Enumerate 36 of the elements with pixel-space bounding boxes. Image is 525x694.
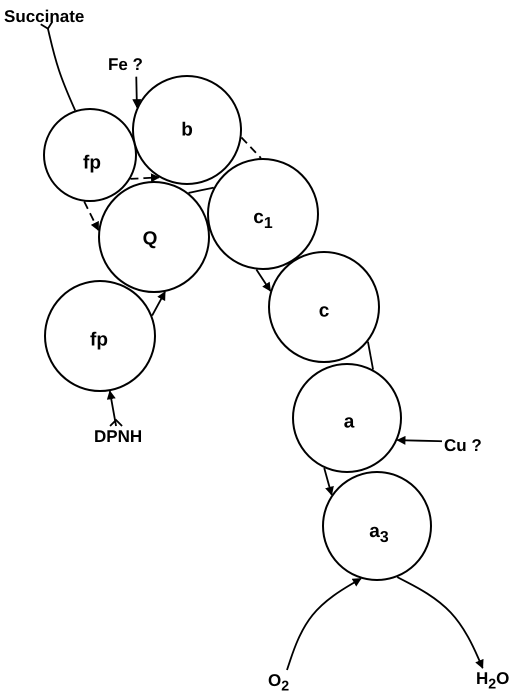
pathway-label: DPNH [94, 428, 142, 447]
arrow [106, 390, 117, 426]
carrier-circle [132, 75, 242, 185]
carrier-label: Q [142, 230, 158, 248]
arrow [132, 76, 142, 108]
carrier-circle [292, 363, 402, 473]
pathway-label: H$_{2}$O [476, 670, 510, 693]
arrow [286, 578, 362, 670]
carrier-circle [44, 280, 156, 392]
carrier-circle [207, 158, 319, 270]
carrier-label: fp [83, 154, 101, 172]
pathway-label: O$_{2}$ [268, 672, 290, 694]
pathway-label: Succinate [4, 8, 84, 27]
arrow [130, 173, 160, 182]
carrier-label: fp [90, 330, 108, 350]
arrow [256, 269, 272, 292]
pathway-label: Cu ? [444, 437, 482, 456]
carrier-circle [322, 471, 432, 581]
connector-line [188, 186, 214, 194]
carrier-circle [43, 108, 137, 202]
pathway-label: Fe ? [108, 56, 143, 75]
carrier-circle [98, 181, 210, 293]
arrow [40, 20, 76, 111]
connector-line [240, 136, 262, 159]
carrier-label: a [344, 412, 354, 432]
arrow [323, 468, 334, 496]
carrier-label: b [181, 120, 193, 140]
carrier-circle [268, 251, 380, 363]
carrier-label: c [318, 302, 330, 320]
arrow [396, 576, 484, 669]
arrow [396, 436, 442, 445]
connector-line [367, 342, 374, 370]
arrow [151, 291, 166, 316]
carrier-label: c$_{1}$ [253, 208, 273, 232]
arrow [83, 201, 100, 231]
carrier-label: a$_{3}$ [369, 522, 389, 546]
